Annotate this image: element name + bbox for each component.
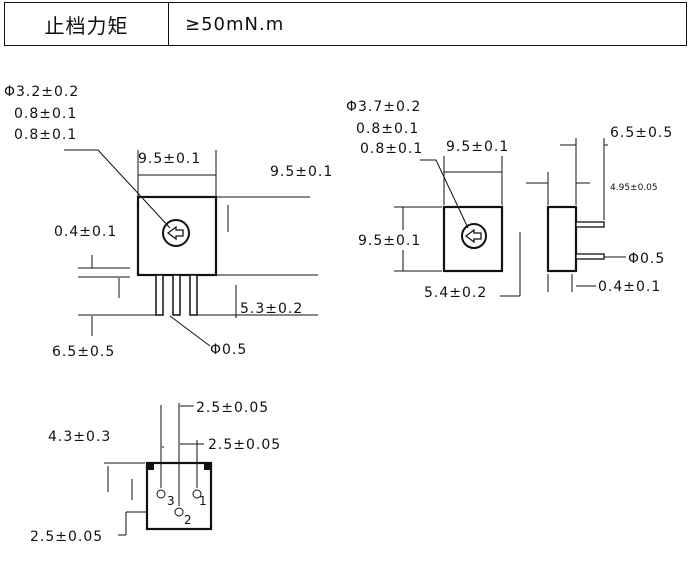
pin-2-label: 2 [184, 513, 192, 527]
pin-3-label: 3 [167, 494, 175, 508]
side-dim-pin-pos: 5.4±0.2 [424, 285, 487, 301]
front-pin [172, 274, 181, 316]
front-dim-offset: 0.4±0.1 [54, 224, 117, 240]
spec-value: ≥50mN.m [185, 13, 285, 35]
bottom-dim-row: 2.5±0.05 [30, 529, 103, 545]
pin-1-label: 1 [199, 494, 207, 508]
side-dim-pin-dia: Φ0.5 [628, 251, 665, 267]
side-dim-height: 9.5±0.1 [358, 233, 421, 249]
side-pin [575, 221, 605, 228]
front-dim-width: 9.5±0.1 [138, 151, 201, 167]
front-dim-a: 0.8±0.1 [14, 106, 77, 122]
front-dim-height: 9.5±0.1 [270, 164, 333, 180]
front-view: Φ3.2±0.2 0.8±0.1 0.8±0.1 9.5±0.1 9.5±0.1… [4, 84, 333, 360]
corner-tab [204, 463, 211, 470]
leader-screw [420, 159, 469, 229]
adjust-screw-icon [162, 219, 190, 247]
side-dim-a: 0.8±0.1 [356, 121, 419, 137]
front-dim-pin-len: 5.3±0.2 [240, 301, 303, 317]
arrow-icon [166, 225, 184, 241]
side-dim-small: 4.95±0.05 [610, 183, 658, 193]
side-view: Φ3.7±0.2 0.8±0.1 0.8±0.1 9.5±0.1 9.5±0.1… [346, 99, 673, 301]
front-dim-b: 0.8±0.1 [14, 127, 77, 143]
bottom-dim-pitch-b: 2.5±0.05 [208, 437, 281, 453]
pin-2-pad [174, 507, 184, 517]
pin-3-pad [156, 489, 166, 499]
side-dim-depth: 6.5±0.5 [610, 125, 673, 141]
front-pin [189, 274, 198, 316]
side-dim-pin-offset: 0.4±0.1 [598, 279, 661, 295]
bottom-dim-side: 4.3±0.3 [48, 429, 111, 445]
leader-screw [64, 149, 171, 229]
front-pin [155, 274, 164, 316]
pin-1-pad [192, 489, 202, 499]
side-dim-b: 0.8±0.1 [360, 141, 423, 157]
side-profile-body [546, 205, 578, 273]
spec-label: 止档力矩 [5, 3, 169, 45]
side-dim-width: 9.5±0.1 [446, 139, 509, 155]
corner-tab [147, 463, 154, 470]
bottom-view: 3 1 2 2.5±0.05 2.5±0.05 4.3±0.3 2.5±0.05 [30, 400, 281, 545]
front-dim-base: 6.5±0.5 [52, 344, 115, 360]
arrow-icon [464, 228, 482, 244]
spec-table: 止档力矩 ≥50mN.m [4, 2, 687, 46]
front-dim-pin-dia: Φ0.5 [210, 342, 247, 358]
adjust-screw-icon [461, 223, 487, 249]
side-pin [575, 253, 605, 260]
front-dim-phi: Φ3.2±0.2 [4, 84, 79, 100]
bottom-dim-pitch-a: 2.5±0.05 [196, 400, 269, 416]
side-dim-phi: Φ3.7±0.2 [346, 99, 421, 115]
